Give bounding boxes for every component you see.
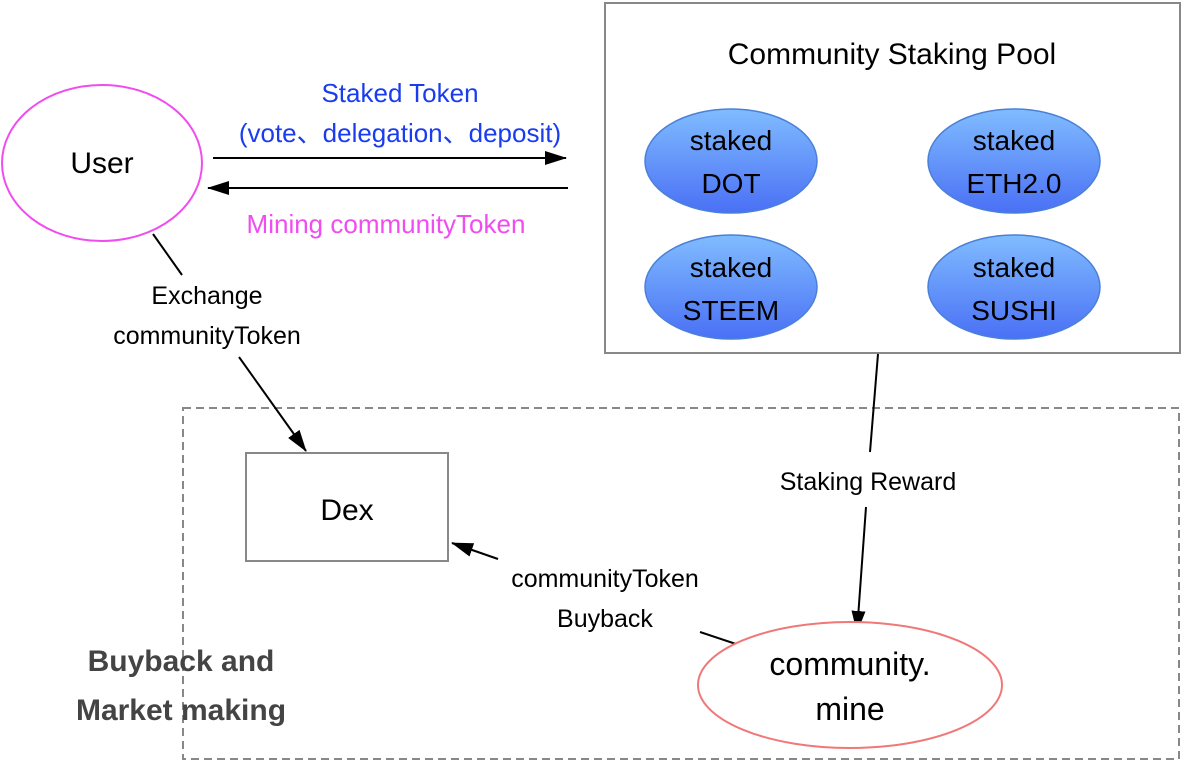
pool-item-dot-line1: staked — [690, 125, 773, 156]
buyback-label-1: communityToken — [511, 565, 699, 593]
exchange-label-1: Exchange — [151, 282, 262, 310]
exchange-connector-top — [152, 233, 183, 276]
exchange-label-2: communityToken — [113, 322, 301, 350]
community-mine-node[interactable] — [697, 621, 1003, 749]
pool-item-sushi-line2: SUSHI — [971, 295, 1057, 326]
staking-pool-title: Community Staking Pool — [728, 38, 1056, 71]
mining-label: Mining communityToken — [247, 209, 526, 239]
pool-item-eth-line1: staked — [973, 125, 1056, 156]
dex-label: Dex — [320, 494, 373, 527]
community-mine-label-2: mine — [815, 691, 884, 727]
staking-reward-label: Staking Reward — [780, 468, 956, 496]
buyback-label-2: Buyback — [557, 605, 653, 633]
pool-item-steem-line1: staked — [690, 252, 773, 283]
buyback-group-border — [182, 407, 1180, 760]
pool-item-dot[interactable]: staked DOT — [644, 108, 818, 214]
dex-node[interactable] — [245, 452, 449, 562]
staked-token-label-2: (vote、delegation、deposit) — [239, 118, 561, 148]
group-label-2: Market making — [76, 694, 286, 727]
pool-item-eth-line2: ETH2.0 — [967, 168, 1062, 199]
pool-item-eth[interactable]: staked ETH2.0 — [927, 108, 1101, 214]
staking-reward-connector-top — [869, 353, 879, 453]
staking-reward-arrow — [851, 506, 867, 633]
pool-item-sushi-line1: staked — [973, 252, 1056, 283]
group-label-1: Buyback and — [88, 645, 275, 678]
community-mine-label-1: community. — [769, 646, 930, 682]
pool-item-sushi[interactable]: staked SUSHI — [927, 234, 1101, 340]
pool-item-steem[interactable]: staked STEEM — [644, 234, 818, 340]
user-node[interactable] — [1, 84, 203, 242]
pool-item-steem-line2: STEEM — [683, 295, 779, 326]
buyback-arrow — [451, 542, 499, 560]
pool-item-dot-line2: DOT — [701, 168, 760, 199]
exchange-arrow — [238, 356, 307, 452]
staked-token-label-1: Staked Token — [321, 78, 478, 108]
user-label: User — [70, 147, 133, 180]
